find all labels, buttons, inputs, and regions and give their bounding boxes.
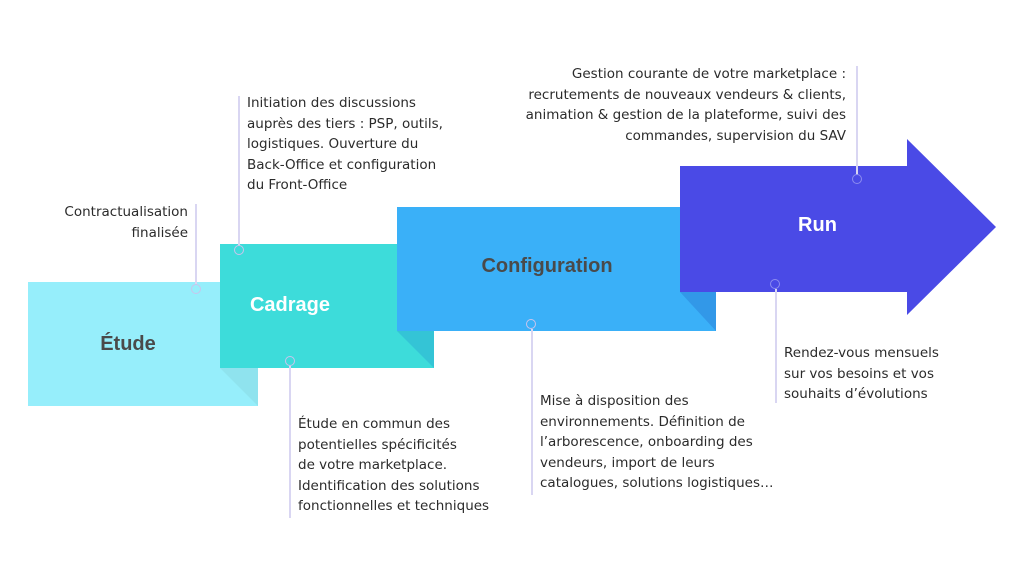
connector-mise-a-disposition: [531, 329, 533, 495]
configuration-block: [397, 207, 716, 331]
milestone-dot-etude-commun: [285, 356, 295, 366]
run-arrow: [680, 139, 996, 315]
note-initiation: Initiation des discussions auprès des ti…: [247, 95, 443, 193]
milestone-dot-gestion: [852, 174, 862, 184]
connector-initiation: [238, 96, 240, 246]
milestone-dot-rendez-vous: [770, 279, 780, 289]
note-mise-a-disposition: Mise à disposition des environnements. D…: [540, 393, 774, 491]
milestone-dot-initiation: [234, 245, 244, 255]
phase-label-cadrage: Cadrage: [249, 294, 331, 316]
note-etude-commun: Étude en commun des potentielles spécifi…: [298, 416, 490, 514]
connector-gestion: [856, 66, 858, 178]
phase-label-configuration: Configuration: [481, 255, 613, 277]
connector-contractualisation: [195, 204, 197, 284]
milestone-dot-mise-a-disposition: [526, 319, 536, 329]
run-fold: [680, 292, 716, 331]
cadrage-fold: [220, 368, 258, 406]
connector-etude-commun: [289, 366, 291, 518]
note-gestion: Gestion courante de votre marketplace : …: [525, 66, 846, 144]
note-contractualisation: Contractualisation finalisée: [64, 204, 188, 241]
note-rendez-vous: Rendez-vous mensuels sur vos besoins et …: [784, 345, 939, 402]
phase-label-etude: Étude: [100, 333, 156, 355]
milestone-dot-contractualisation: [191, 284, 201, 294]
etude-block: [28, 282, 258, 406]
configuration-fold: [397, 331, 434, 368]
connector-rendez-vous: [775, 289, 777, 403]
phase-label-run: Run: [798, 214, 837, 236]
